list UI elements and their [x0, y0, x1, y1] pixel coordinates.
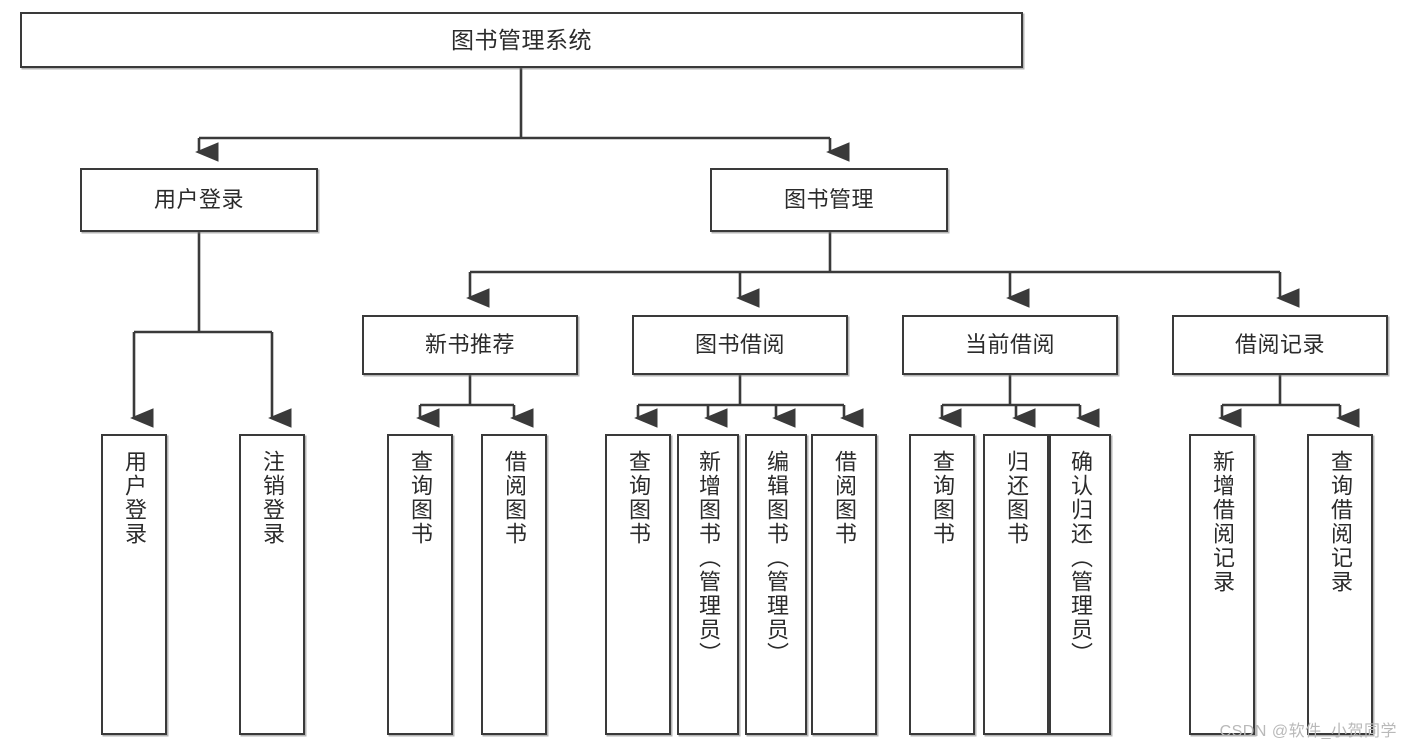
node-label: 查询借阅记录	[1328, 450, 1353, 594]
leaf-logout-login[interactable]: 注销登录	[239, 434, 305, 735]
leaf-query-book-recommend[interactable]: 查询图书	[387, 434, 453, 735]
node-label: 借阅图书	[502, 450, 527, 546]
node-book-management[interactable]: 图书管理	[710, 168, 948, 232]
node-label: 用户登录	[153, 187, 244, 213]
node-user-login[interactable]: 用户登录	[80, 168, 318, 232]
node-label: 图书管理系统	[451, 26, 592, 53]
leaf-query-borrow-record[interactable]: 查询借阅记录	[1307, 434, 1373, 735]
node-root-system[interactable]: 图书管理系统	[20, 12, 1023, 68]
node-label: 查询图书	[408, 450, 433, 546]
leaf-borrow-book-recommend[interactable]: 借阅图书	[481, 434, 547, 735]
csdn-watermark: CSDN @软件_小贺同学	[1219, 723, 1397, 740]
node-label: 新书推荐	[424, 332, 515, 358]
node-label: 用户登录	[122, 450, 147, 546]
leaf-user-login[interactable]: 用户登录	[101, 434, 167, 735]
node-label: 图书借阅	[694, 332, 785, 358]
node-label: 查询图书	[626, 450, 651, 546]
node-label: 确认归还（管理员）	[1068, 450, 1093, 666]
node-label: 借阅记录	[1234, 332, 1325, 358]
leaf-return-book[interactable]: 归还图书	[983, 434, 1049, 735]
node-label: 图书管理	[783, 187, 874, 213]
leaf-add-borrow-record[interactable]: 新增借阅记录	[1189, 434, 1255, 735]
node-label: 当前借阅	[964, 332, 1055, 358]
node-label: 查询图书	[930, 450, 955, 546]
node-label: 新增图书（管理员）	[696, 450, 721, 666]
node-label: 注销登录	[260, 450, 285, 546]
leaf-add-book-admin[interactable]: 新增图书（管理员）	[677, 434, 739, 735]
node-borrow-record[interactable]: 借阅记录	[1172, 315, 1388, 375]
leaf-query-book-borrow[interactable]: 查询图书	[605, 434, 671, 735]
node-label: 新增借阅记录	[1210, 450, 1235, 594]
leaf-edit-book-admin[interactable]: 编辑图书（管理员）	[745, 434, 807, 735]
node-label: 借阅图书	[832, 450, 857, 546]
node-book-borrow[interactable]: 图书借阅	[632, 315, 848, 375]
leaf-borrow-book[interactable]: 借阅图书	[811, 434, 877, 735]
node-current-borrow[interactable]: 当前借阅	[902, 315, 1118, 375]
leaf-confirm-return-admin[interactable]: 确认归还（管理员）	[1049, 434, 1111, 735]
node-label: 归还图书	[1004, 450, 1029, 546]
leaf-query-book-current[interactable]: 查询图书	[909, 434, 975, 735]
node-label: 编辑图书（管理员）	[764, 450, 789, 666]
node-new-book-recommend[interactable]: 新书推荐	[362, 315, 578, 375]
